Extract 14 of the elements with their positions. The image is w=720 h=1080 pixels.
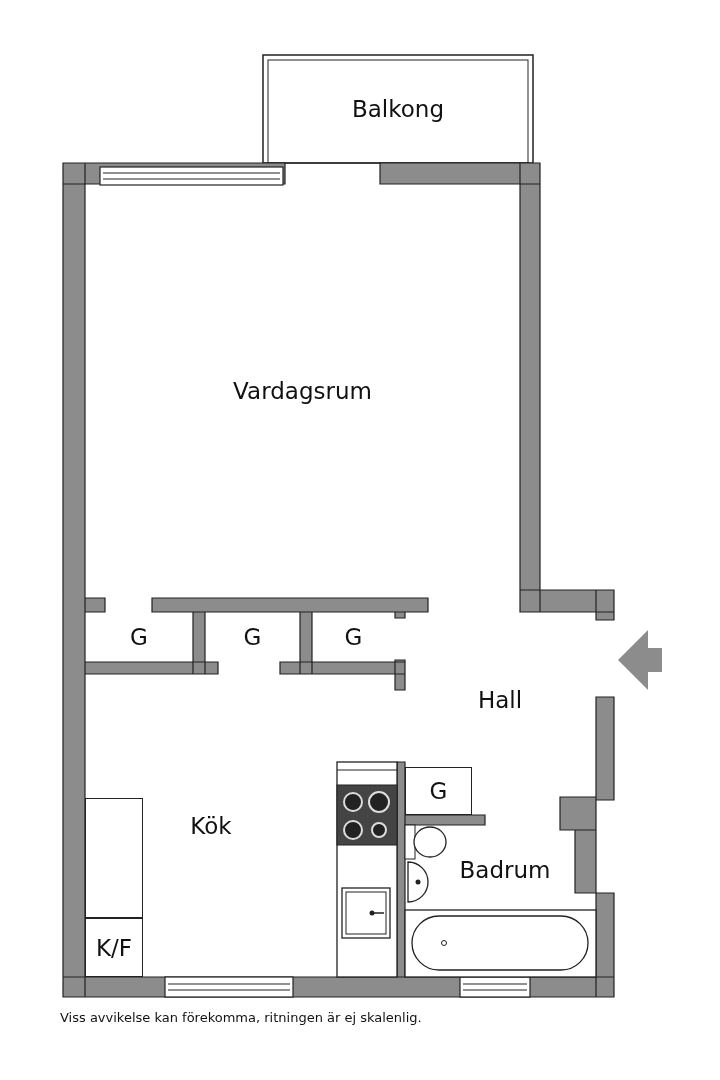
cabinet (85, 798, 143, 918)
unit-label: G (429, 778, 448, 804)
room-label: G (130, 624, 148, 650)
fridge-freezer-unit (85, 918, 143, 977)
room-label: Hall (477, 687, 523, 713)
disclaimer-note: Viss avvikelse kan förekomma, ritningen är ej skalenlig. (60, 1010, 422, 1025)
room-label: G (243, 624, 262, 650)
room-label: Vardagsrum (233, 378, 372, 404)
room-label: G (344, 624, 363, 650)
room-label: Balkong (352, 96, 444, 122)
unit-label: K/F (95, 934, 133, 961)
room-label: Badrum (459, 857, 551, 883)
room-label: Kök (190, 812, 232, 839)
cupboard (405, 767, 472, 815)
